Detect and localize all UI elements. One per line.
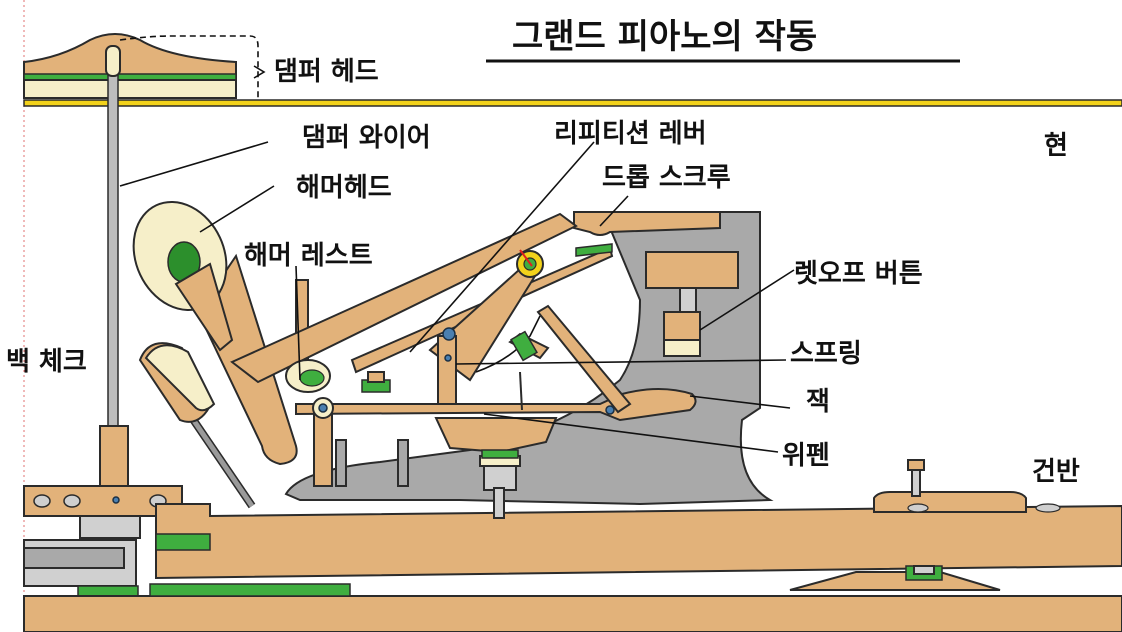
jack [361, 327, 550, 411]
label-letoff-button: 렛오프 버튼 [794, 259, 923, 289]
action-frame [284, 211, 774, 506]
label-wippen: 위펜 [782, 441, 830, 471]
label-jack: 잭 [806, 387, 830, 417]
label-damper-wire: 댐퍼 와이어 [302, 123, 431, 153]
damper-wire [107, 49, 119, 431]
label-spring: 스프링 [790, 339, 862, 369]
key-front [873, 459, 1061, 513]
wippen [295, 304, 697, 519]
diagram-title: 그랜드 피아노의 작동 [512, 17, 817, 57]
hammer [132, 200, 578, 466]
label-drop-screw: 드롭 스크루 [602, 163, 731, 193]
damper-underlever [23, 485, 183, 597]
label-back-check: 백 체크 [6, 347, 87, 377]
damper-wire-top [105, 45, 121, 77]
drop-screw-plate [573, 211, 721, 236]
knuckle [285, 359, 331, 393]
spring [475, 315, 541, 373]
leader-lines [119, 141, 795, 453]
label-string: 현 [1044, 131, 1068, 161]
key-bed [23, 503, 1122, 632]
string [23, 99, 1122, 107]
label-damper-head: 댐퍼 헤드 [274, 57, 379, 87]
damper-wire-block [99, 425, 129, 497]
back-check [138, 342, 256, 509]
label-hammer-rest: 해머 레스트 [244, 241, 373, 271]
damper-head [23, 33, 266, 100]
label-key: 건반 [1032, 457, 1080, 487]
label-repetition-lever: 리피티션 레버 [554, 119, 707, 149]
label-hammer-head: 해머헤드 [296, 173, 392, 203]
